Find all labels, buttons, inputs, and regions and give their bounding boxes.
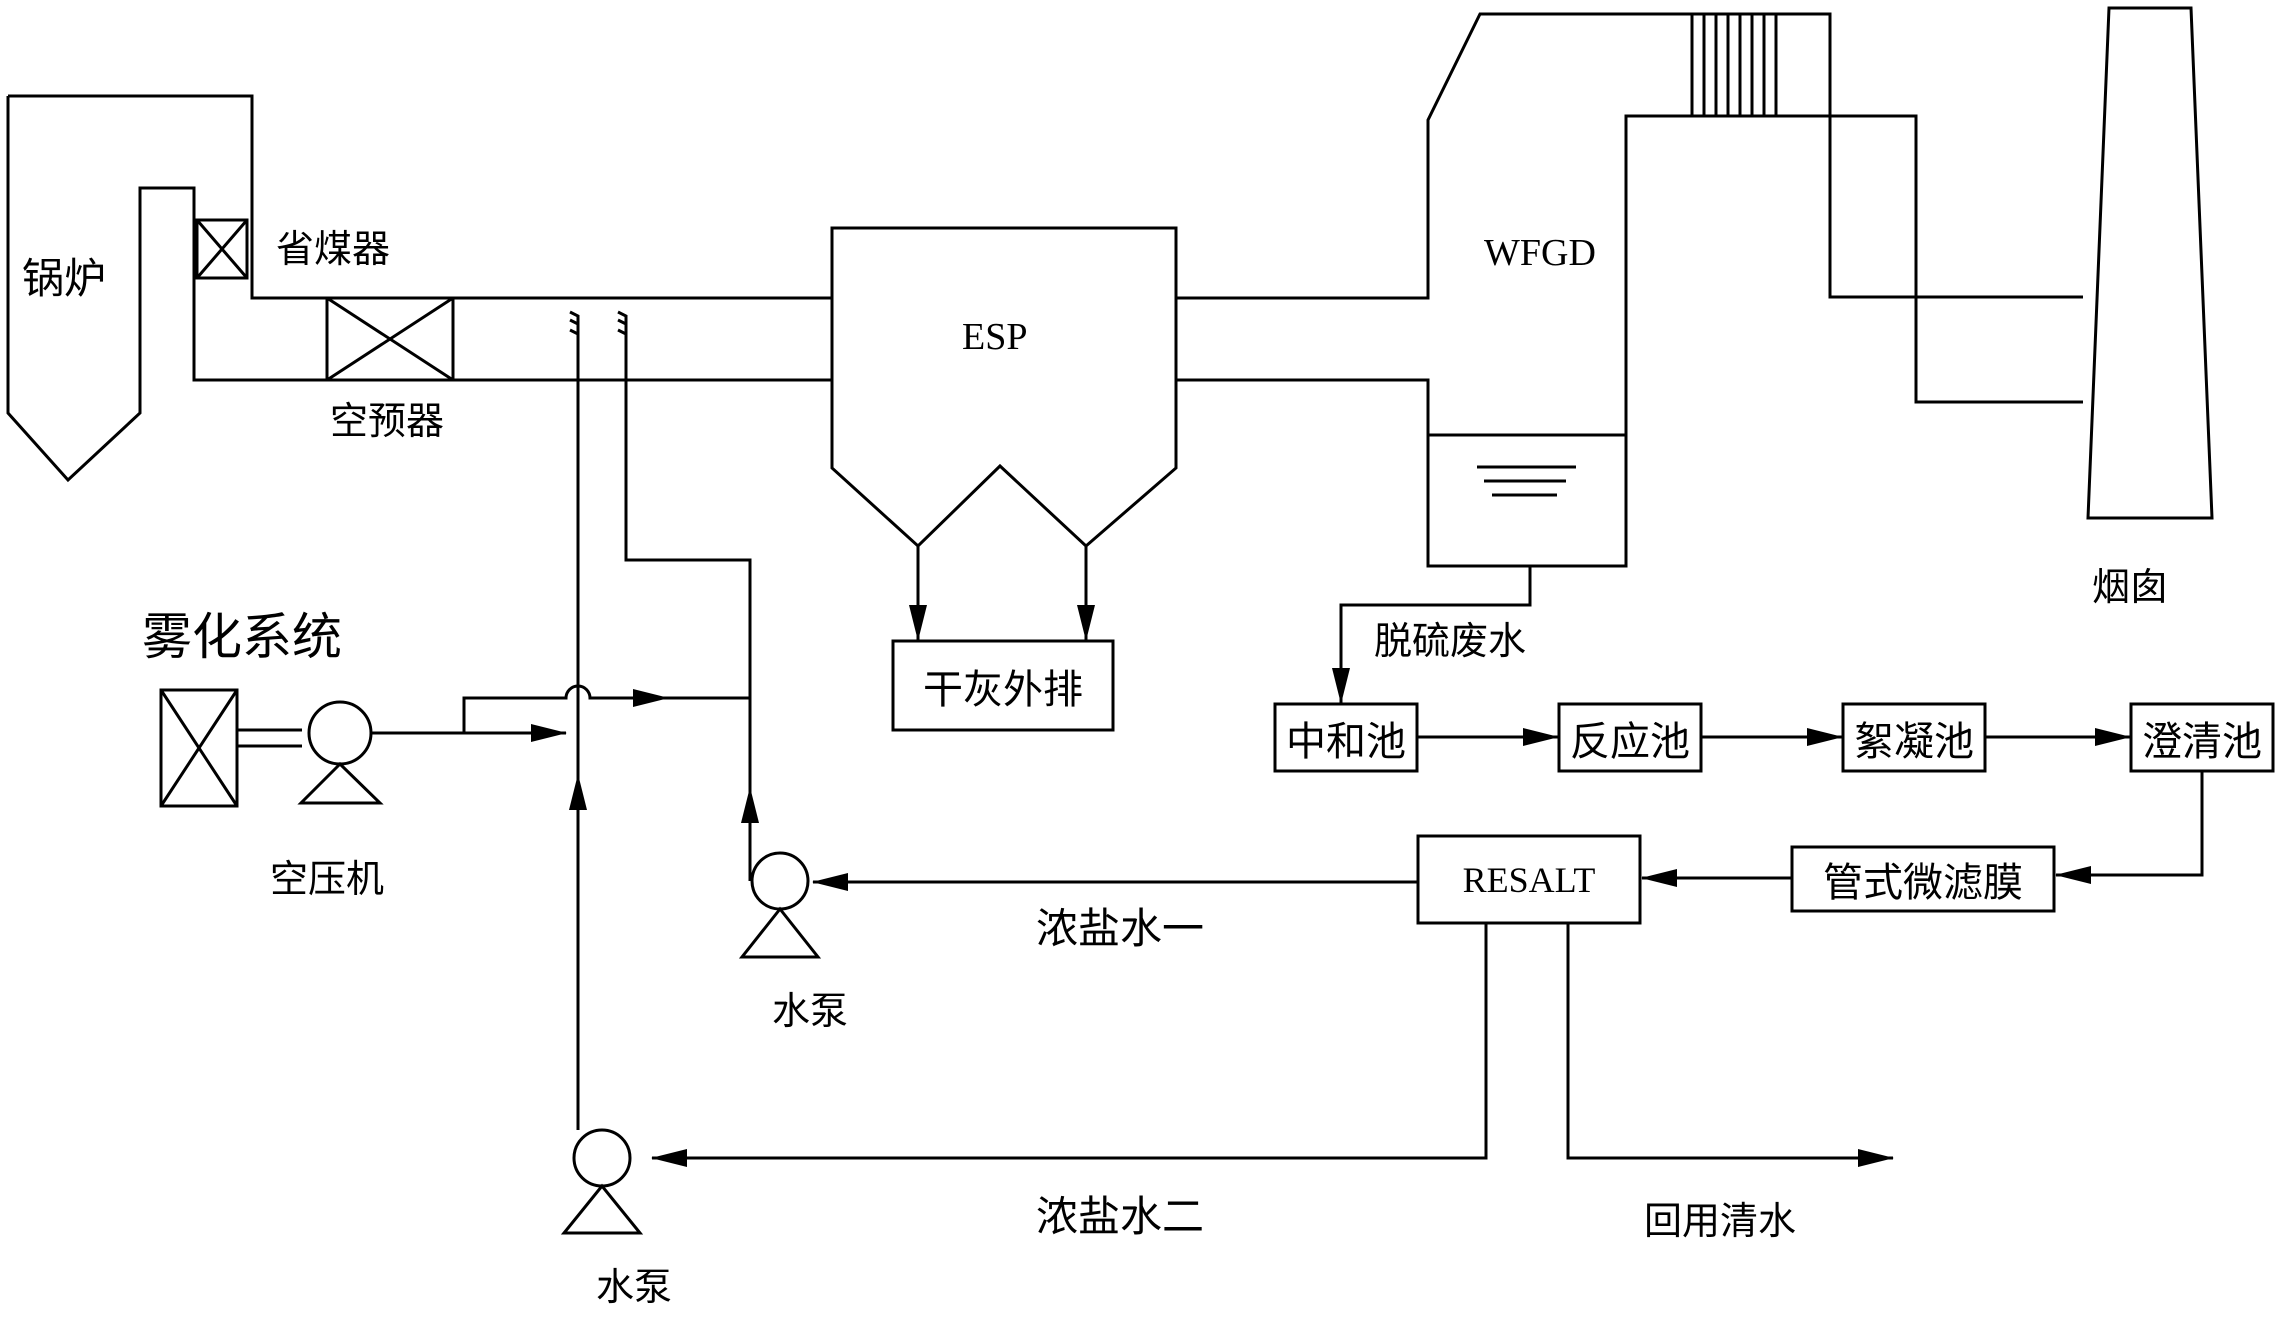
water-pump-2-label: 水泵 [596, 1265, 673, 1309]
air-compressor-symbol [297, 700, 384, 805]
desulfurization-wastewater-label: 脱硫废水 [1374, 619, 1527, 663]
recycled-water-line [1566, 923, 1894, 1167]
atomization-system-symbol [159, 688, 302, 808]
brine-1-label: 浓盐水一 [1036, 904, 1205, 953]
esp-label: ESP [962, 316, 1028, 358]
reaction-tank-label: 反应池 [1570, 718, 1690, 765]
esp-wfgd-duct [1176, 12, 2083, 568]
water-pump-1-symbol [738, 851, 822, 959]
resalt-label: RESALT [1462, 859, 1596, 900]
wfgd-label: WFGD [1484, 232, 1596, 274]
economizer-symbol [195, 218, 249, 280]
flocculation-tank-label: 絮凝池 [1854, 718, 1974, 765]
neutralization-tank-label: 中和池 [1286, 718, 1406, 765]
brine-2-label: 浓盐水二 [1036, 1192, 1205, 1241]
pump-1-to-nozzle-line [624, 334, 752, 788]
esp-body [830, 226, 1178, 549]
tubular-microfiltration-label: 管式微滤膜 [1823, 860, 2023, 906]
boiler-label: 锅炉 [22, 254, 107, 303]
economizer-label: 省煤器 [276, 227, 391, 271]
spray-nozzle-1 [569, 310, 580, 336]
clarification-tank-label: 澄清池 [2142, 718, 2262, 765]
gas-heater-bundle [1690, 14, 1778, 116]
water-pump-1-label: 水泵 [772, 989, 849, 1033]
brine-2-line [651, 923, 1488, 1167]
dry-ash-label: 干灰外排 [923, 666, 1083, 713]
atomization-system-label: 雾化系统 [142, 608, 342, 666]
resalt-box [1416, 834, 1642, 925]
air-preheater-label: 空预器 [330, 399, 445, 443]
desulfurization-wastewater-line [1332, 566, 1532, 704]
recycled-water-label: 回用清水 [1644, 1199, 1797, 1243]
clarifier-to-membrane-line [2055, 771, 2204, 884]
air-preheater-symbol [325, 296, 455, 382]
air-compressor-label: 空压机 [270, 857, 385, 901]
chimney-label: 烟囱 [2092, 565, 2169, 609]
dry-ash-box [891, 639, 1115, 732]
flue-duct [453, 296, 832, 382]
water-pump-2-symbol [560, 1128, 644, 1235]
chimney-body [2086, 6, 2214, 520]
compressed-air-loop [462, 684, 669, 733]
spray-nozzle-2 [617, 310, 628, 336]
